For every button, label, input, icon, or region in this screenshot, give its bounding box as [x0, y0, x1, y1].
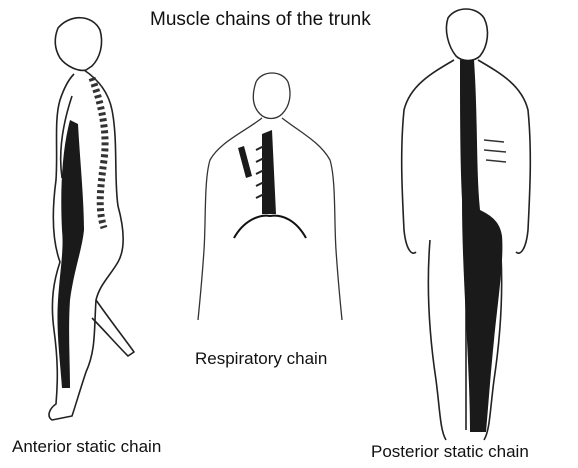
anterior-back-leg [92, 300, 134, 356]
anterior-body-outline [49, 70, 123, 420]
posterior-rib-lines [484, 140, 506, 162]
respiratory-chain-label: Respiratory chain [195, 349, 327, 369]
respiratory-diaphragm [234, 216, 306, 238]
respiratory-chain-band [262, 130, 276, 214]
posterior-head-outline [446, 9, 487, 61]
anterior-chain-label: Anterior static chain [12, 437, 161, 457]
posterior-chain-label: Posterior static chain [371, 442, 529, 462]
respiratory-scalene-band [238, 146, 252, 178]
anterior-head-outline [55, 18, 101, 71]
anterior-spine [92, 78, 105, 228]
respiratory-head-outline [253, 73, 290, 119]
